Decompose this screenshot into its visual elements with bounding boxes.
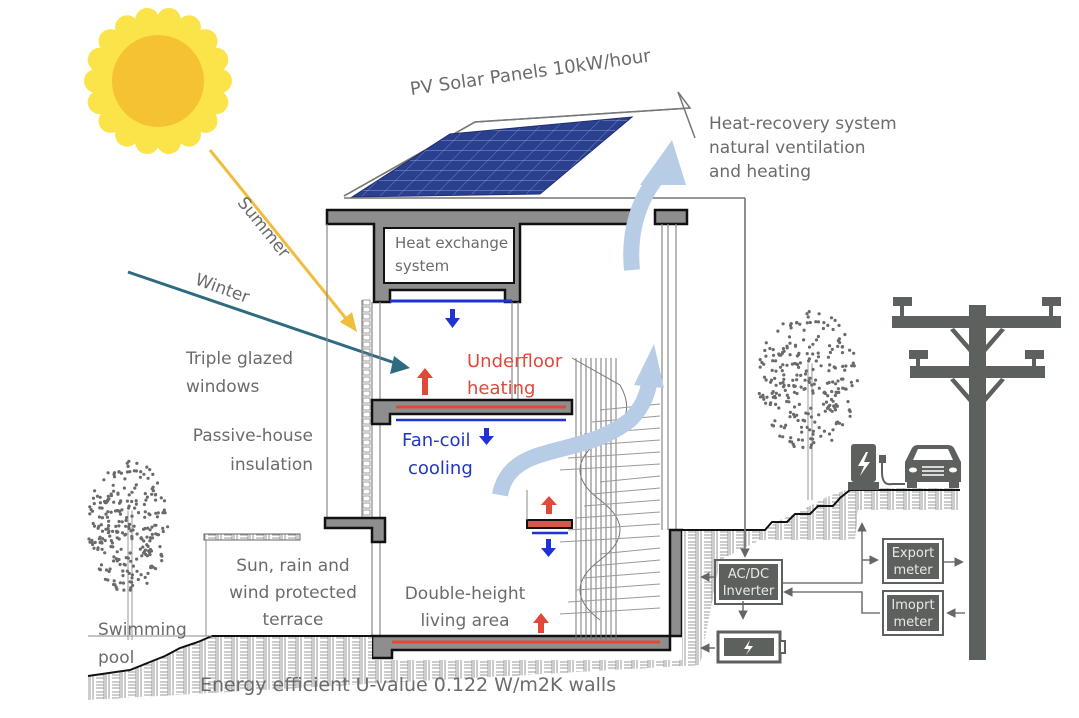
heat-recovery-line-2: natural ventilation (709, 138, 866, 158)
import-meter-line-1: Imoprt (891, 598, 935, 613)
import-meter-line-2: meter (893, 615, 933, 630)
underfloor-line-1: Underfloor (467, 351, 563, 372)
ev-charger-icon (848, 444, 905, 490)
heat-recovery-line-1: Heat-recovery system (709, 114, 897, 134)
fan-coil-line-1: Fan-coil (402, 430, 471, 451)
terrace-line-3: terrace (262, 610, 324, 630)
tree-icon (757, 310, 860, 500)
winter-ray (127, 270, 399, 366)
swimming-pool-line-2: pool (98, 648, 135, 668)
wall-heater-up-arrow-icon (541, 496, 557, 514)
heat-exchange-label: Heat exchange system (395, 232, 508, 278)
terrace-line-2: wind protected (229, 583, 357, 603)
airflow-arrow-lower (492, 378, 658, 498)
double-height-line-2: living area (420, 611, 510, 631)
triple-glazed-window (362, 299, 371, 523)
sun-icon (84, 7, 232, 155)
ground (88, 488, 960, 700)
solar-panel-icon (343, 91, 745, 199)
fan-coil-arrow-icon (479, 428, 494, 445)
utility-pole-icon (892, 297, 1061, 660)
export-meter-box: Export meter (882, 538, 944, 584)
terrace-slab (323, 516, 387, 544)
heat-recovery-line-3: and heating (709, 162, 811, 182)
export-meter-line-2: meter (893, 563, 933, 578)
inverter-line-1: AC/DC (727, 567, 770, 582)
passive-house-line-1: Passive-house (192, 426, 313, 446)
triple-glazed-line-2: windows (186, 377, 260, 397)
airflow-arrow-upper (623, 175, 662, 271)
double-height-label: Double-height living area (400, 581, 530, 635)
import-meter-box: Imoprt meter (882, 590, 944, 636)
wall-heater-down-arrow-icon (541, 539, 556, 557)
double-height-line-1: Double-height (404, 584, 526, 604)
floor-heating-arrow-icon (533, 613, 549, 633)
power-connectors (700, 198, 965, 653)
passive-house-line-2: insulation (230, 455, 313, 475)
heat-exchange-line-2: system (395, 257, 450, 275)
fan-coil-label: Fan-coil cooling (402, 427, 473, 483)
inverter-line-2: Inverter (722, 584, 775, 599)
heating-arrow-icon (417, 368, 433, 395)
heat-exchange-line-1: Heat exchange (395, 234, 509, 252)
wall-heater (526, 519, 573, 529)
terrace-label: Sun, rain and wind protected terrace (218, 553, 368, 634)
cooling-arrow-icon (445, 309, 460, 328)
heat-recovery-label: Heat-recovery system natural ventilation… (709, 112, 897, 184)
triple-glazed-label: Triple glazed windows (186, 345, 293, 401)
winter-ray-arrowhead (390, 356, 410, 374)
car-icon (905, 445, 961, 488)
u-value-label: Energy efficient U-value 0.122 W/m2K wal… (200, 674, 617, 696)
summer-ray (208, 149, 354, 327)
underfloor-line-2: heating (467, 378, 536, 399)
battery-icon (716, 630, 786, 664)
summer-ray-arrowhead (340, 312, 357, 332)
swimming-pool-line-1: Swimming (98, 620, 187, 640)
airflow-arrowhead-lower (634, 344, 664, 388)
fan-coil-line-2: cooling (408, 458, 473, 479)
spiral-staircase (559, 357, 661, 640)
inverter-box: AC/DC Inverter (714, 559, 783, 605)
underfloor-heating-label: Underfloor heating (467, 348, 562, 402)
export-meter-line-1: Export (891, 546, 935, 561)
passive-house-label: Passive-house insulation (186, 422, 313, 480)
terrace-line-1: Sun, rain and (236, 556, 350, 576)
triple-glazed-line-1: Triple glazed (186, 349, 294, 369)
swimming-pool-label: Swimming pool (98, 616, 187, 672)
tree-icon (87, 459, 170, 640)
airflow-arrowhead-upper (640, 140, 686, 185)
